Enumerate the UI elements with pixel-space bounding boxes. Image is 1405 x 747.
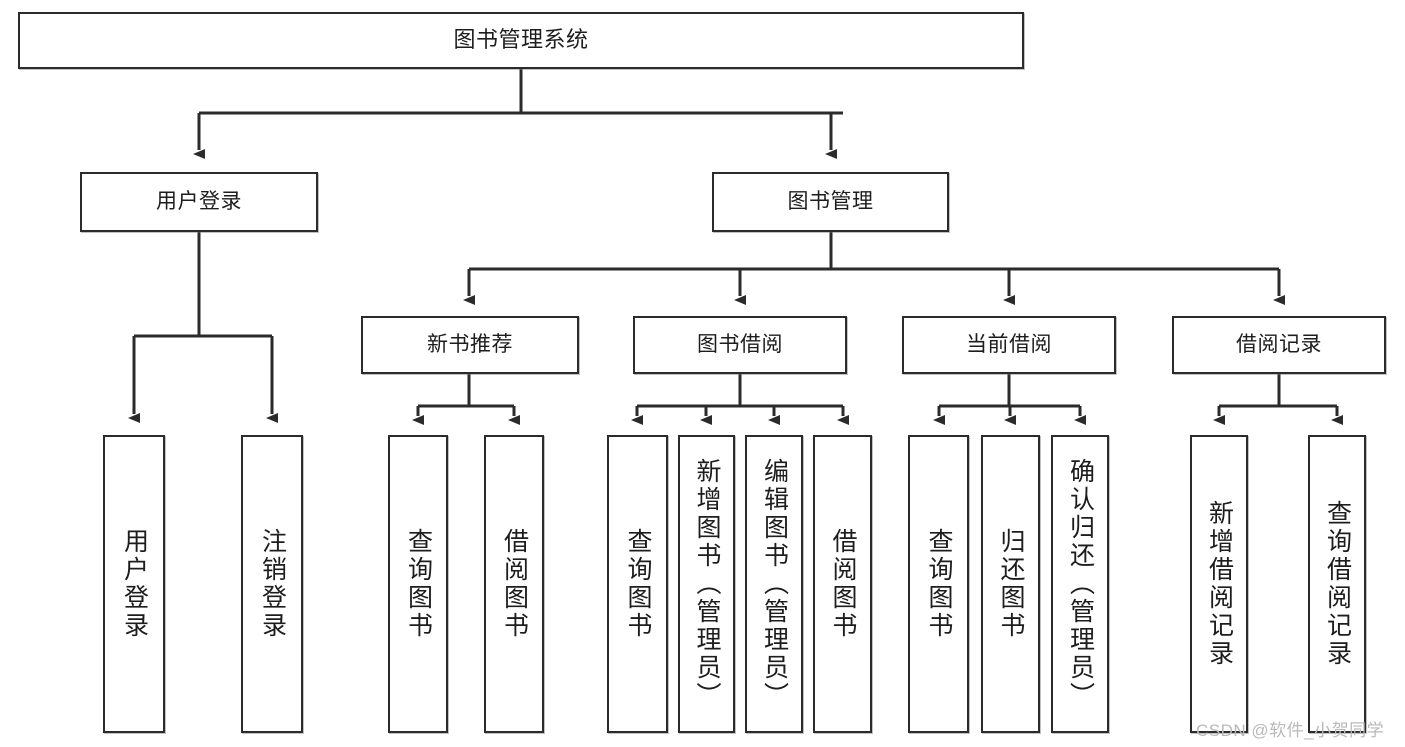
node-leaf-query-book-2[interactable]: 查询图书 [607, 435, 668, 733]
node-borrowing-record[interactable]: 借阅记录 [1172, 316, 1386, 374]
node-new-book-recommendation[interactable]: 新书推荐 [361, 316, 579, 374]
node-label: 图书管理 [787, 190, 874, 214]
node-leaf-logout[interactable]: 注销登录 [241, 435, 303, 733]
node-book-management[interactable]: 图书管理 [712, 172, 949, 232]
node-label: 借阅图书 [500, 528, 529, 640]
node-leaf-query-borrow-record[interactable]: 查询借阅记录 [1308, 435, 1366, 733]
node-label: 新增图书（管理员） [693, 458, 721, 710]
node-label: 用户登录 [156, 190, 242, 214]
node-label: 查询图书 [624, 528, 652, 640]
watermark: CSDN @软件_小贺同学 [1196, 721, 1385, 740]
node-label: 归还图书 [997, 528, 1025, 640]
node-leaf-user-login[interactable]: 用户登录 [103, 435, 165, 733]
node-leaf-confirm-return[interactable]: 确认归还（管理员） [1051, 435, 1109, 733]
node-leaf-add-borrow-record[interactable]: 新增借阅记录 [1190, 435, 1248, 733]
node-leaf-return-book[interactable]: 归还图书 [981, 435, 1040, 733]
node-leaf-edit-book[interactable]: 编辑图书（管理员） [745, 435, 803, 733]
node-label: 注销登录 [258, 528, 287, 640]
node-leaf-query-book-1[interactable]: 查询图书 [388, 435, 448, 733]
node-leaf-borrow-book-1[interactable]: 借阅图书 [484, 435, 544, 733]
node-label: 图书管理系统 [453, 27, 589, 53]
node-book-management-system[interactable]: 图书管理系统 [18, 12, 1024, 69]
node-leaf-borrow-book-2[interactable]: 借阅图书 [813, 435, 872, 733]
node-label: 查询图书 [404, 528, 433, 640]
node-leaf-add-book[interactable]: 新增图书（管理员） [678, 435, 735, 733]
node-label: 编辑图书（管理员） [760, 458, 789, 710]
node-label: 用户登录 [120, 528, 149, 640]
node-label: 查询图书 [925, 528, 953, 640]
node-leaf-query-book-3[interactable]: 查询图书 [908, 435, 969, 733]
node-user-login[interactable]: 用户登录 [80, 172, 318, 232]
node-label: 确认归还（管理员） [1066, 458, 1095, 710]
node-current-borrowing[interactable]: 当前借阅 [902, 316, 1116, 374]
node-label: 借阅图书 [829, 528, 857, 640]
node-label: 当前借阅 [966, 333, 1052, 357]
node-book-borrowing[interactable]: 图书借阅 [633, 316, 847, 374]
node-label: 新增借阅记录 [1205, 500, 1234, 668]
node-label: 图书借阅 [697, 333, 783, 357]
node-label: 新书推荐 [427, 333, 513, 357]
node-label: 查询借阅记录 [1323, 500, 1352, 668]
node-label: 借阅记录 [1236, 333, 1322, 357]
